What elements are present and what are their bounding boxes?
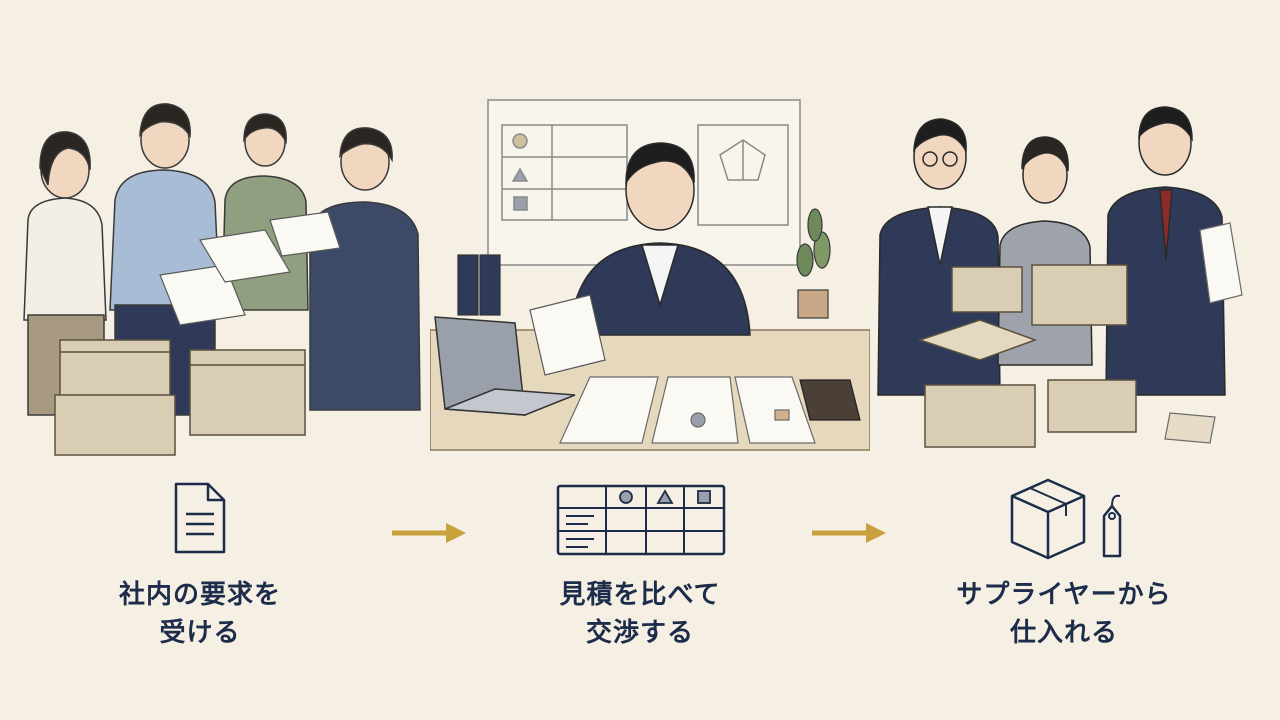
quote-sheets xyxy=(559,376,816,444)
scene-internal-request xyxy=(10,90,430,470)
step-3-line-1: サプライヤーから xyxy=(956,580,1172,610)
flow-arrow-1 xyxy=(390,518,470,552)
document-icon xyxy=(172,482,228,558)
floor-tag xyxy=(1164,412,1216,444)
cardboard-boxes xyxy=(54,339,306,456)
held-boxes xyxy=(951,264,1128,326)
person-woman-gray xyxy=(997,136,1093,366)
person-man-dark-jacket xyxy=(309,127,421,411)
notebook xyxy=(799,379,861,421)
step-3-caption: サプライヤーから 仕入れる xyxy=(904,576,1224,652)
box-tag-icon xyxy=(1008,476,1138,564)
step-1-caption: 社内の要求を 受ける xyxy=(40,576,360,652)
binders xyxy=(457,254,501,316)
step-2-line-2: 交渉する xyxy=(585,618,694,648)
hang-tag xyxy=(1199,222,1243,304)
floor-boxes xyxy=(917,319,1137,448)
quote-paper xyxy=(529,294,606,376)
step-1-line-2: 受ける xyxy=(159,618,241,648)
step-2-line-1: 見積を比べて xyxy=(559,580,721,610)
scene-compare-quotes xyxy=(430,95,870,455)
whiteboard xyxy=(487,99,801,266)
plant xyxy=(796,208,831,319)
flow-arrow-2 xyxy=(810,518,890,552)
step-1-line-1: 社内の要求を xyxy=(118,580,281,610)
papers xyxy=(159,211,341,326)
step-2-caption: 見積を比べて 交渉する xyxy=(480,576,800,652)
person-man-thinking xyxy=(569,142,751,336)
person-man-red-tie xyxy=(1105,106,1226,396)
step-3-line-2: 仕入れる xyxy=(1009,618,1118,648)
laptop xyxy=(434,316,576,416)
scene-suppliers xyxy=(870,95,1270,455)
comparison-table-icon xyxy=(556,484,726,560)
